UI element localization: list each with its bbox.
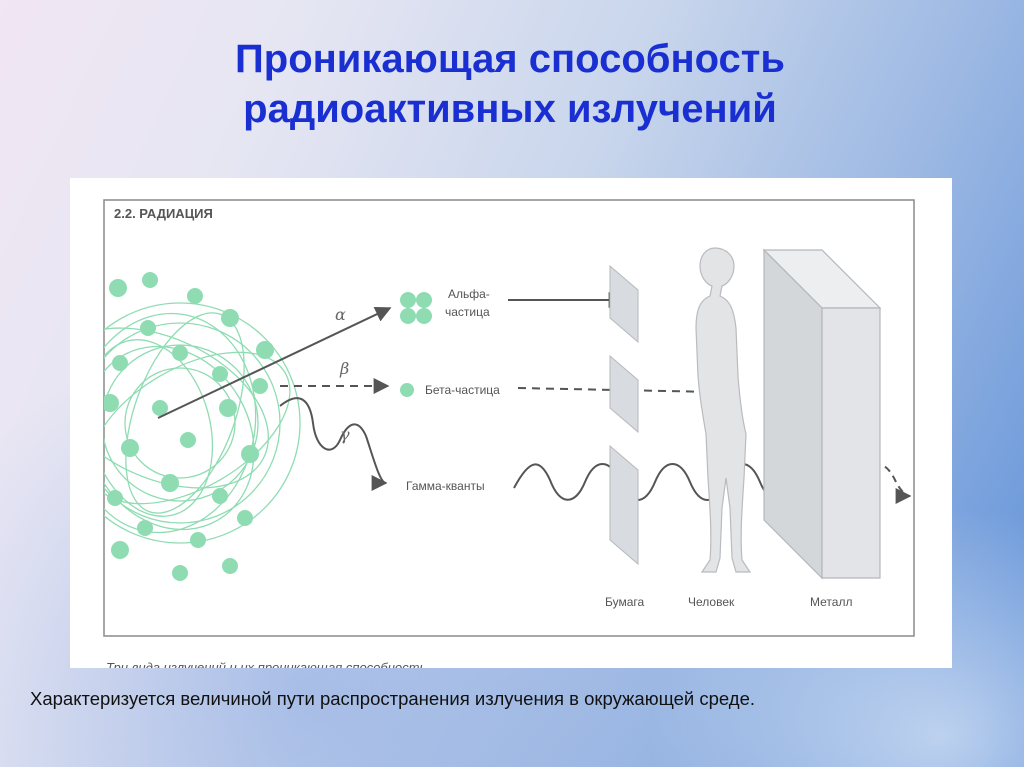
human-label: Человек bbox=[688, 595, 735, 609]
beta-symbol: β bbox=[339, 359, 349, 378]
human-icon bbox=[695, 247, 752, 573]
paper-sheets-icon bbox=[609, 264, 639, 566]
alpha-label-line2: частица bbox=[445, 305, 490, 319]
cropped-figure-caption: Три вида излучений и их проникающая спос… bbox=[106, 660, 426, 668]
metal-label: Металл bbox=[810, 595, 852, 609]
alpha-arrow bbox=[157, 306, 392, 419]
paper-label: Бумага bbox=[605, 595, 645, 609]
alpha-particle-icon bbox=[400, 292, 432, 324]
slide-title: Проникающая способность радиоактивных из… bbox=[235, 37, 785, 131]
metal-block-icon bbox=[762, 248, 882, 580]
gamma-label: Гамма-кванты bbox=[406, 479, 485, 493]
gamma-symbol: γ bbox=[340, 425, 350, 444]
gamma-wave-1 bbox=[279, 397, 388, 491]
alpha-symbol: α bbox=[335, 305, 346, 324]
alpha-label-line1: Альфа- bbox=[448, 287, 490, 301]
figure-header: 2.2. РАДИАЦИЯ bbox=[114, 206, 213, 221]
slide-caption: Характеризуется величиной пути распростр… bbox=[30, 688, 756, 709]
radiation-diagram: 2.2. РАДИАЦИЯ bbox=[103, 199, 915, 668]
figure-frame bbox=[103, 199, 915, 637]
radiation-figure: 2.2. РАДИАЦИЯ bbox=[70, 178, 952, 668]
nucleus-icon bbox=[104, 272, 301, 581]
beta-label: Бета-частица bbox=[425, 383, 500, 397]
beta-particle-icon bbox=[400, 383, 414, 397]
